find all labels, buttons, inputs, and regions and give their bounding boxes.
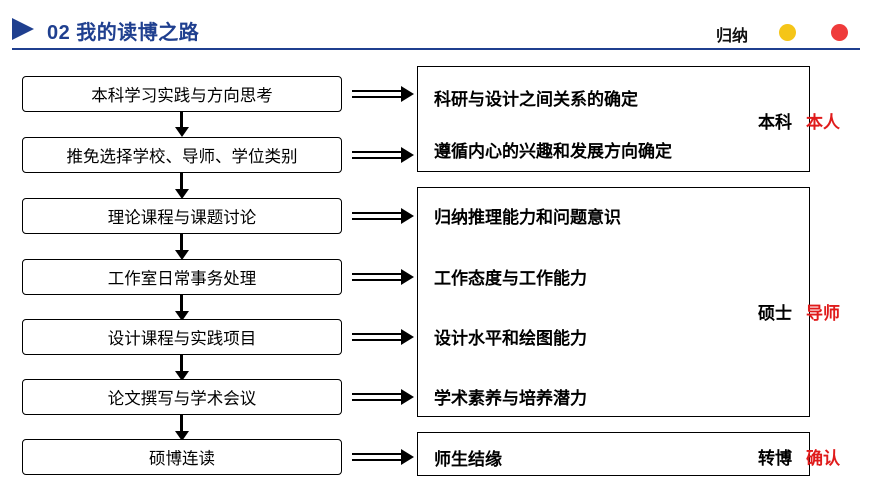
slide-header: 02 我的读博之路 归纳 — [0, 0, 872, 56]
connector-5-6 — [174, 355, 189, 381]
connector-4-5 — [174, 295, 189, 321]
link-arrow-1-icon — [352, 86, 414, 102]
link-arrow-4-icon — [352, 269, 414, 285]
link-arrow-7-icon — [352, 449, 414, 465]
flow-step-5-label: 设计课程与实践项目 — [107, 330, 257, 348]
flow-step-2-label: 推免选择学校、导师、学位类别 — [66, 148, 298, 166]
connector-3-4 — [174, 234, 189, 260]
outcome-item-2-4: 学术素养与培养潜力 — [434, 389, 587, 408]
flow-step-5[interactable]: 设计课程与实践项目 — [22, 319, 342, 355]
header-right-label: 归纳 — [715, 28, 748, 45]
flow-step-3-label: 理论课程与课题讨论 — [107, 209, 257, 227]
outcome-item-2-1: 归纳推理能力和问题意识 — [434, 208, 621, 227]
yellow-dot-icon — [779, 24, 796, 41]
flow-step-7-label: 硕博连读 — [149, 450, 215, 468]
stage-tag-phd: 转博 — [758, 449, 792, 468]
connector-6-7 — [174, 415, 189, 441]
flow-step-1[interactable]: 本科学习实践与方向思考 — [22, 76, 342, 112]
flow-step-6-label: 论文撰写与学术会议 — [107, 390, 257, 408]
outcome-item-1-2: 遵循内心的兴趣和发展方向确定 — [434, 142, 672, 161]
link-arrow-6-icon — [352, 389, 414, 405]
outcome-item-1-1: 科研与设计之间关系的确定 — [434, 90, 638, 109]
stage-tag-undergrad: 本科 — [758, 113, 792, 132]
red-dot-icon — [831, 24, 848, 41]
actor-tag-undergrad: 本人 — [806, 113, 840, 132]
outcome-panel-phd: 师生结缘 — [417, 432, 810, 476]
actor-tag-phd: 确认 — [806, 449, 840, 468]
outcome-panel-undergrad: 科研与设计之间关系的确定 遵循内心的兴趣和发展方向确定 — [417, 66, 810, 172]
outcome-item-3-1: 师生结缘 — [434, 450, 502, 469]
flow-step-4[interactable]: 工作室日常事务处理 — [22, 259, 342, 295]
actor-tag-master: 导师 — [806, 304, 840, 323]
flow-step-1-label: 本科学习实践与方向思考 — [91, 87, 273, 105]
flow-step-4-label: 工作室日常事务处理 — [107, 270, 257, 288]
flow-step-2[interactable]: 推免选择学校、导师、学位类别 — [22, 137, 342, 173]
connector-2-3 — [174, 173, 189, 199]
stage-tag-master: 硕士 — [758, 304, 792, 323]
link-arrow-5-icon — [352, 329, 414, 345]
header-arrow-icon — [12, 18, 34, 40]
page-title: 02 我的读博之路 — [47, 22, 200, 44]
outcome-panel-master: 归纳推理能力和问题意识 工作态度与工作能力 设计水平和绘图能力 学术素养与培养潜… — [417, 187, 810, 417]
flow-step-7[interactable]: 硕博连读 — [22, 439, 342, 475]
header-divider — [12, 48, 860, 50]
outcome-item-2-3: 设计水平和绘图能力 — [434, 329, 587, 348]
connector-1-2 — [174, 112, 189, 137]
link-arrow-2-icon — [352, 147, 414, 163]
flow-step-6[interactable]: 论文撰写与学术会议 — [22, 379, 342, 415]
outcome-item-2-2: 工作态度与工作能力 — [434, 269, 587, 288]
flow-step-3[interactable]: 理论课程与课题讨论 — [22, 198, 342, 234]
link-arrow-3-icon — [352, 208, 414, 224]
